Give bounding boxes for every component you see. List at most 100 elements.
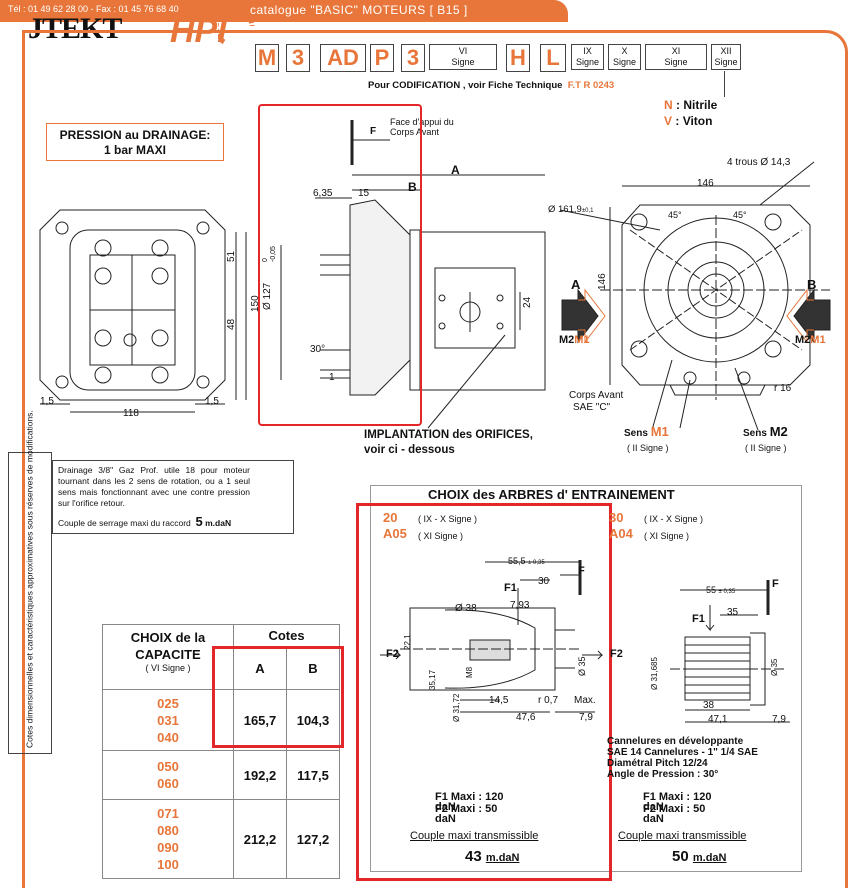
label-r16: r 16 — [774, 383, 792, 394]
shaft-left-forces: F1 Maxi : 120 daN F2 Maxi : 50 daN — [435, 791, 504, 825]
code-xi-signe: XI Signe — [645, 44, 707, 70]
label-ii-signe-2: ( II Signe ) — [745, 443, 787, 453]
shaft-right-sig2: ( XI Signe ) — [644, 531, 690, 541]
label-45b: 45° — [733, 210, 747, 220]
implantation-note: IMPLANTATION des ORIFICES, voir ci - des… — [364, 429, 533, 456]
table-row: 071 080 090 100 212,2 127,2 — [102, 799, 340, 879]
label-48: 48 — [226, 318, 237, 330]
label-port-B: B — [807, 277, 817, 292]
catalogue-title: catalogue "BASIC" MOTEURS [ B15 ] — [250, 3, 468, 17]
dim-555: 55,5 ± 0,35 — [508, 556, 545, 566]
label-m2-right: M2M1 — [795, 334, 826, 346]
code-letter-3: 3 — [286, 44, 310, 72]
code-letter-ad: AD — [320, 44, 366, 72]
dim-d38-left: Ø 38 — [455, 603, 477, 614]
label-146-side: 146 — [597, 273, 608, 290]
code-ix-signe: IX Signe — [571, 44, 604, 70]
code-letter-l: L — [540, 44, 566, 72]
code-letter-m: M — [255, 44, 279, 72]
label-holes: 4 trous Ø 14,3 — [727, 157, 791, 168]
label-sens-m1: Sens M1 — [624, 424, 669, 439]
side-note: Cotes dimensionnelles et caractéristique… — [8, 410, 52, 754]
col-B-header: B — [286, 646, 340, 691]
label-15a: 1,5 — [40, 396, 54, 407]
motor-drawing — [39, 120, 831, 431]
label-m2-left: M2M1 — [559, 334, 590, 346]
label-sens-m2: Sens M2 — [743, 424, 788, 439]
shaft-right-forces: F1 Maxi : 120 daN F2 Maxi : 50 daN — [643, 791, 712, 825]
leader-line — [724, 71, 725, 97]
dim-d35-right: Ø 35 — [770, 658, 779, 676]
shaft-left-sig2: ( XI Signe ) — [418, 531, 464, 541]
dim-79-right: 7,9 — [772, 714, 786, 725]
label-dim-A: A — [451, 163, 460, 177]
contact-line: Tél : 01 49 62 28 00 - Fax : 01 45 76 68… — [8, 4, 179, 14]
label-15: 15 — [358, 188, 370, 199]
shaft-right-torque: 50 m.daN — [672, 848, 727, 865]
table-row: 050 060 192,2 117,5 — [102, 750, 340, 800]
label-51: 51 — [226, 250, 237, 262]
shaft-right-F: F — [772, 578, 779, 590]
label-dim-B: B — [408, 180, 417, 194]
label-635: 6,35 — [313, 188, 333, 199]
shaft-left-torque: 43 m.daN — [465, 848, 520, 865]
dim-d31685: Ø 31,685 — [650, 657, 659, 690]
dim-38-right: 38 — [703, 700, 715, 711]
shaft-selection-box — [370, 485, 802, 872]
spline-spec: Cannelures en développante SAE 14 Cannel… — [607, 736, 758, 780]
code-xii-signe: XII Signe — [711, 44, 741, 70]
shaft-left-F: F — [578, 565, 585, 577]
shaft-title: CHOIX des ARBRES d' ENTRAINEMENT — [428, 487, 675, 502]
dim-476: 47,6 — [516, 712, 536, 723]
torque-note: Couple de serrage maxi du raccord 5 m.da… — [58, 514, 232, 529]
label-146-top: 146 — [697, 178, 714, 189]
shaft-right-F2: F2 — [610, 648, 623, 660]
drain-note-box: Drainage 3/8" Gaz Prof. utile 18 pour mo… — [52, 460, 294, 534]
code-letter-p: P — [370, 44, 394, 72]
gear-icon — [218, 6, 255, 45]
label-F-top: F — [370, 126, 377, 137]
label-30deg: 30° — [310, 344, 326, 355]
drain-pressure-box: PRESSION au DRAINAGE: 1 bar MAXI — [46, 123, 224, 161]
shaft-left-F2: F2 — [386, 648, 399, 660]
label-ii-signe-1: ( II Signe ) — [627, 443, 669, 453]
shaft-right-F1: F1 — [692, 613, 705, 625]
dim-79-left: 7,9 — [579, 712, 593, 723]
dim-35-right: 35 — [727, 607, 739, 618]
dim-r07: r 0,7 — [538, 695, 559, 706]
dim-145: 14,5 — [489, 695, 509, 706]
shaft-left-drawing — [380, 560, 604, 713]
dim-30-left: 30 — [538, 576, 550, 587]
label-45a: 45° — [668, 210, 682, 220]
label-24: 24 — [522, 296, 533, 308]
shaft-right-code2: A04 — [609, 526, 633, 541]
shaft-left-F1: F1 — [504, 582, 517, 594]
shaft-right-sig1: ( IX - X Signe ) — [644, 514, 704, 524]
code-letter-3b: 3 — [401, 44, 425, 72]
label-port-A: A — [571, 277, 581, 292]
code-letter-h: H — [506, 44, 530, 72]
codification-note: Pour CODIFICATION , voir Fiche Technique… — [368, 80, 615, 91]
shaft-right-code1: 30 — [609, 510, 624, 525]
shaft-left-couple: Couple maxi transmissible — [410, 830, 539, 842]
shaft-right-couple: Couple maxi transmissible — [618, 830, 747, 842]
highlight-side-view — [258, 104, 422, 426]
page-frame — [22, 30, 848, 888]
label-1: 1 — [329, 372, 335, 383]
drain-note: Drainage 3/8" Gaz Prof. utile 18 pour mo… — [58, 465, 250, 508]
shaft-left-code2: A05 — [383, 526, 407, 541]
label-118: 118 — [123, 408, 139, 419]
dim-max: Max. — [574, 695, 596, 706]
code-vi-signe: VI Signe — [429, 44, 497, 70]
shaft-left-code1: 20 — [383, 510, 398, 525]
label-d1619: Ø 161,9±0,1 — [548, 204, 594, 215]
col-A-header: A — [233, 646, 287, 691]
seal-legend: N : Nitrile V : Viton — [664, 98, 718, 128]
label-15b: 1,5 — [205, 396, 219, 407]
dim-793: 7,93 — [510, 600, 530, 611]
shaft-right-drawing — [670, 580, 790, 723]
shaft-left-sig1: ( IX - X Signe ) — [418, 514, 478, 524]
cotes-header: Cotes — [233, 624, 340, 648]
highlight-cotes — [212, 646, 344, 748]
